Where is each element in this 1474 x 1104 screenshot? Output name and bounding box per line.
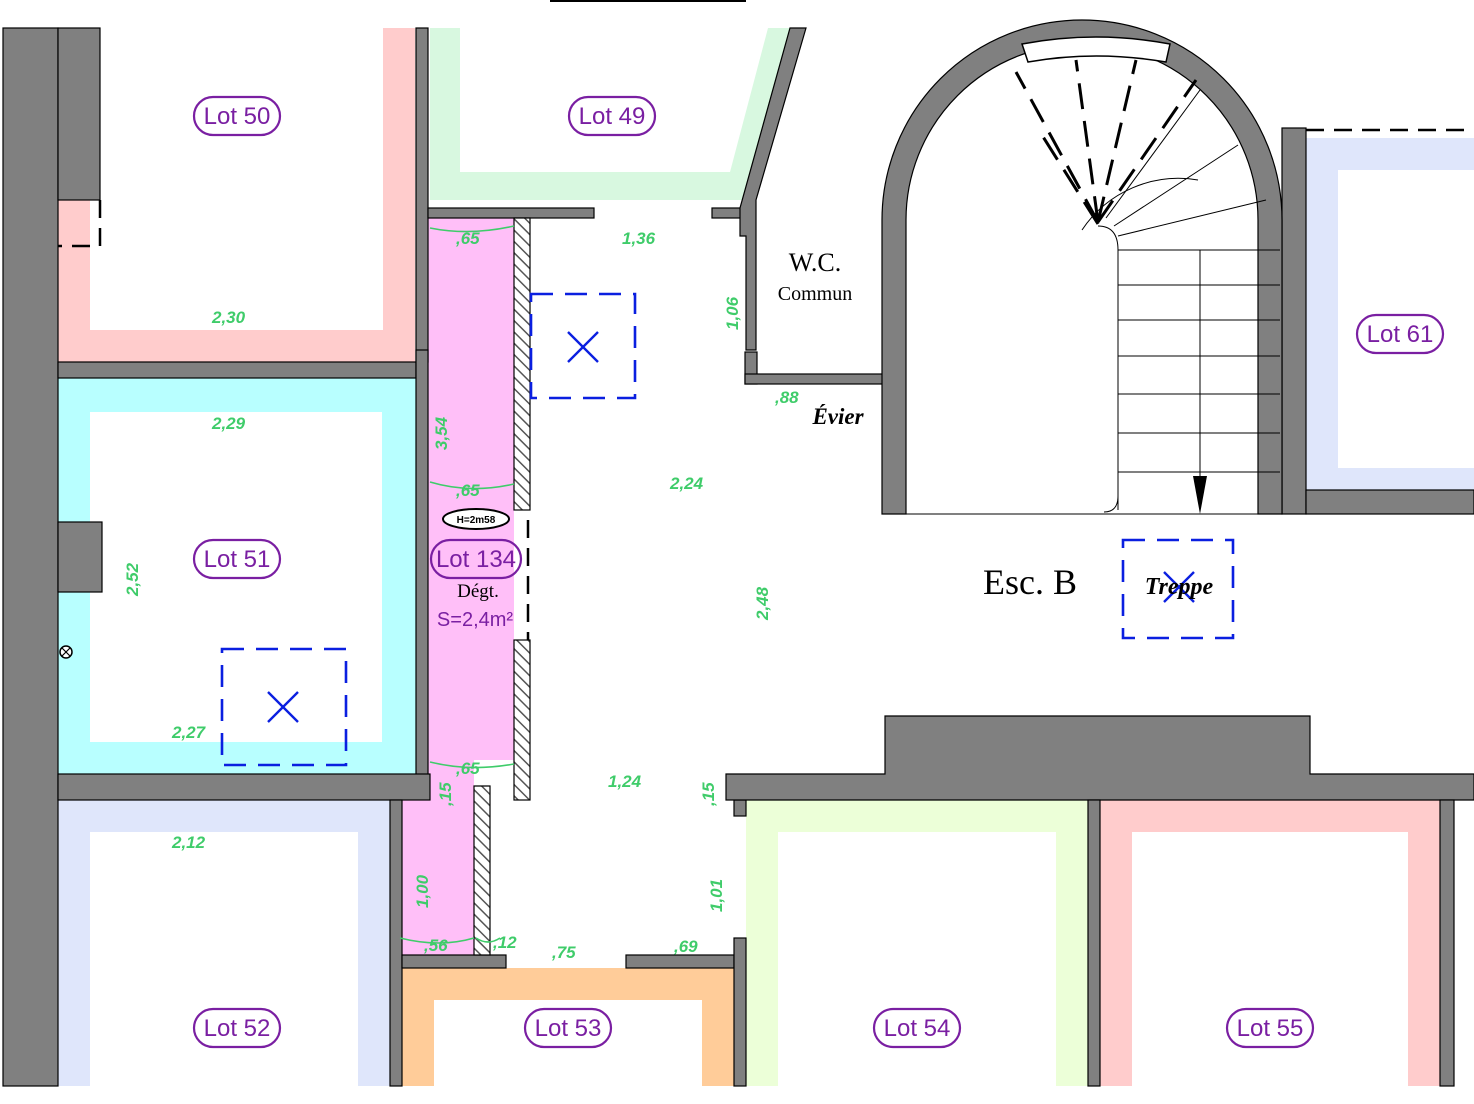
svg-text:Lot 50: Lot 50 — [204, 103, 271, 130]
dim-065-low: ,65 — [455, 759, 480, 778]
lot-54-label: Lot 54 — [872, 1007, 962, 1049]
lot-134-area-value: S=2,4m² — [437, 609, 513, 631]
lot-134-use: Dégt. — [457, 581, 499, 602]
svg-text:Lot 52: Lot 52 — [204, 1015, 271, 1042]
lot-51-area — [58, 378, 418, 774]
staircase-esc-b — [906, 36, 1280, 515]
hatch-label: Treppe — [1145, 574, 1214, 600]
svg-text:Lot 61: Lot 61 — [1367, 321, 1434, 348]
hatched-partitions — [473, 217, 531, 956]
dim-227: 2,27 — [171, 723, 207, 742]
svg-text:Lot 134: Lot 134 — [436, 546, 516, 573]
dim-106: 1,06 — [723, 296, 742, 330]
dim-015-right: ,15 — [699, 782, 718, 807]
lot-134-area — [392, 218, 514, 955]
dim-056: ,56 — [423, 936, 448, 955]
dim-012: ,12 — [492, 933, 517, 952]
lot-61-label: Lot 61 — [1355, 313, 1445, 355]
dim-065-top: ,65 — [455, 229, 480, 248]
walls — [2, 19, 1474, 1087]
trapdoor-stair — [1121, 538, 1235, 640]
lot-55-label: Lot 55 — [1225, 1007, 1315, 1049]
dim-248: 2,48 — [753, 586, 772, 621]
lot-51-label: Lot 51 — [192, 538, 282, 580]
dimensions: ,65 1,36 1,06 2,30 ,88 2,29 3,54 ,65 2,2… — [123, 229, 799, 962]
lot-55-area — [1100, 800, 1440, 1086]
dim-354: 3,54 — [432, 416, 451, 450]
lot-50-area — [58, 28, 415, 362]
lot-54-area — [746, 800, 1088, 1086]
dim-065-mid: ,65 — [455, 481, 480, 500]
lot-134-label: Lot 134 — [429, 538, 523, 580]
dim-229: 2,29 — [211, 414, 246, 433]
svg-text:H=2m58: H=2m58 — [457, 515, 496, 526]
lot-53-area — [402, 968, 734, 1086]
dim-015-left: ,15 — [436, 782, 455, 807]
dim-101: 1,01 — [707, 879, 726, 912]
dim-069: ,69 — [673, 937, 698, 956]
lot-52-area — [58, 800, 390, 1086]
svg-text:Lot 55: Lot 55 — [1237, 1015, 1304, 1042]
svg-text:Lot 53: Lot 53 — [535, 1015, 602, 1042]
outlet-symbol — [59, 645, 73, 659]
svg-text:Lot 54: Lot 54 — [884, 1015, 951, 1042]
stair-label: Esc. B — [983, 562, 1077, 602]
dim-136: 1,36 — [622, 229, 656, 248]
lot-52-label: Lot 52 — [192, 1007, 282, 1049]
svg-text:Lot 51: Lot 51 — [204, 546, 271, 573]
dim-124: 1,24 — [608, 772, 642, 791]
trapdoor-corridor — [529, 292, 637, 400]
dim-088: ,88 — [774, 388, 799, 407]
sink-label: Évier — [811, 404, 864, 429]
dim-212: 2,12 — [171, 833, 206, 852]
trapdoor-lot51 — [220, 647, 348, 767]
dimension-leaders — [399, 225, 515, 944]
wc-sublabel: Commun — [778, 283, 852, 305]
dim-252: 2,52 — [123, 562, 142, 597]
svg-text:Lot 49: Lot 49 — [579, 103, 646, 130]
lot-49-label: Lot 49 — [567, 95, 657, 137]
dim-224: 2,24 — [669, 474, 704, 493]
dim-075: ,75 — [551, 943, 576, 962]
dim-230: 2,30 — [211, 308, 246, 327]
lot-134-height-tag: H=2m58 — [442, 508, 510, 530]
lot-50-label: Lot 50 — [192, 95, 282, 137]
dim-100: 1,00 — [413, 874, 432, 908]
wc-label: W.C. — [789, 248, 842, 277]
dashed-lines — [58, 128, 1474, 640]
lot-61-area — [1305, 138, 1474, 500]
lot-49-area — [430, 28, 790, 200]
lot-53-label: Lot 53 — [523, 1007, 613, 1049]
